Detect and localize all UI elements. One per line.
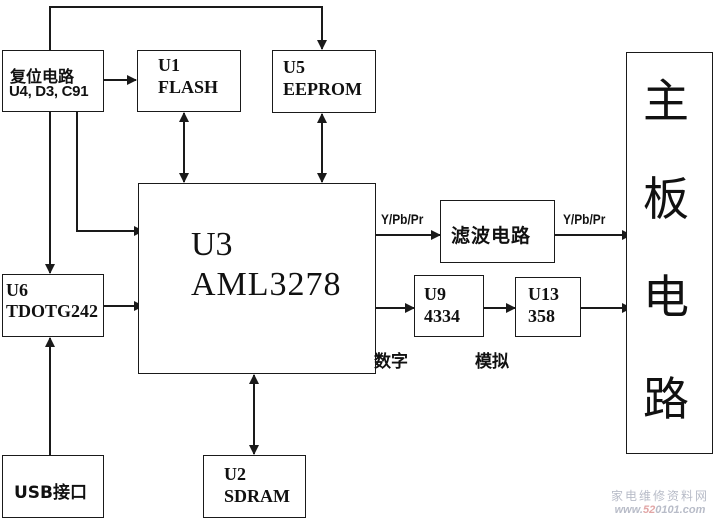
flash-ref: U1 — [158, 55, 180, 75]
mainboard-char-3: 电 — [643, 270, 689, 324]
amp-ref: U13 — [528, 284, 559, 304]
reset-circuit-block: 复位电路 U4, D3, C91 — [2, 50, 104, 112]
usb-otg-label: TDOTG242 — [6, 301, 99, 321]
main-chip-ref: U3 — [191, 226, 233, 263]
signal-label-video-in: Y/Pb/Pr — [381, 211, 424, 227]
dac-label: 4334 — [424, 306, 460, 326]
signal-label-video-out: Y/Pb/Pr — [563, 211, 606, 227]
mainboard-block: 主 板 电 路 — [626, 52, 713, 454]
usb-otg-ref: U6 — [6, 280, 28, 300]
main-chip-block: U3 AML3278 — [138, 183, 376, 374]
signal-label-analog: 模拟 — [475, 352, 509, 372]
usb-port-block: USB接口 — [2, 455, 104, 518]
flash-label: FLASH — [158, 77, 219, 97]
main-chip-label: AML3278 — [191, 266, 342, 303]
watermark-url-prefix: www. — [614, 504, 643, 516]
signal-label-digital: 数字 — [374, 352, 408, 372]
watermark: 家电维修资料网 www.520101.com — [611, 487, 709, 516]
sdram-ref: U2 — [224, 464, 246, 484]
usb-otg-block: U6 TDOTG242 — [2, 274, 104, 337]
usb-port-label: USB接口 — [14, 483, 88, 503]
wire-reset-to-eeprom — [49, 6, 327, 50]
watermark-url: www.520101.com — [611, 504, 709, 516]
filter-label: 滤波电路 — [451, 225, 532, 247]
amp-block: U13 358 — [515, 277, 581, 337]
sdram-block: U2 SDRAM — [203, 455, 306, 518]
reset-circuit-title: 复位电路 — [10, 67, 75, 86]
sdram-label: SDRAM — [224, 486, 290, 506]
mainboard-char-4: 路 — [643, 372, 689, 426]
dac-block: U9 4334 — [414, 275, 484, 337]
eeprom-block: U5 EEPROM — [272, 50, 376, 113]
filter-block: 滤波电路 — [440, 200, 555, 263]
reset-circuit-parts: U4, D3, C91 — [9, 83, 89, 100]
mainboard-char-1: 主 — [643, 74, 689, 128]
flash-block: U1 FLASH — [137, 50, 241, 112]
watermark-site-name: 家电维修资料网 — [610, 489, 709, 503]
mainboard-char-2: 板 — [643, 172, 689, 226]
watermark-url-suffix: 0101.com — [655, 504, 706, 516]
amp-label: 358 — [528, 306, 555, 326]
watermark-url-highlight: 52 — [642, 504, 656, 516]
eeprom-ref: U5 — [283, 57, 305, 77]
eeprom-label: EEPROM — [283, 79, 362, 99]
dac-ref: U9 — [424, 284, 446, 304]
wire-reset-to-main — [76, 111, 144, 236]
